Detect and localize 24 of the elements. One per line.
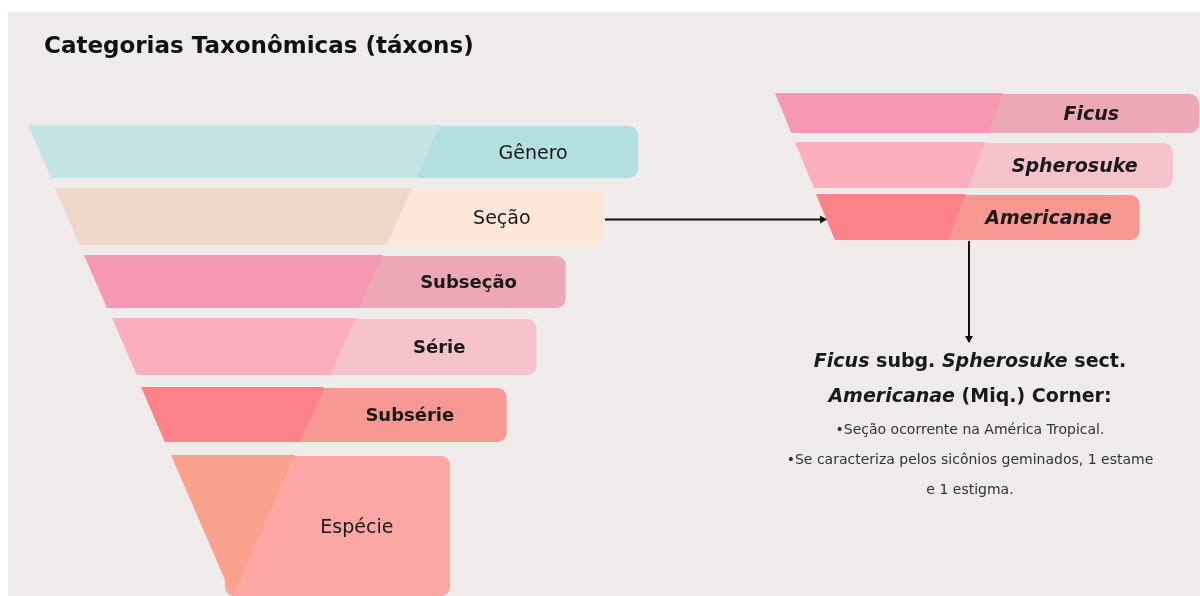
taxon-label: Subseção — [419, 270, 518, 294]
funnel-band — [141, 387, 507, 442]
funnel-band — [816, 194, 1140, 240]
funnel-band — [111, 318, 536, 375]
diagram-title: Categorias Taxonômicas (táxons) — [44, 32, 474, 58]
taxon-label: Seção — [472, 204, 532, 230]
taxon-label: Gênero — [497, 139, 569, 165]
taxon-label: Spherosuke — [1010, 153, 1139, 178]
funnel-band — [775, 93, 1199, 133]
description-text: •Seção ocorrente na América Tropical. — [834, 420, 1106, 439]
description-text: •Se caracteriza pelos sicônios geminados, 1 estame e 1 estigma. — [785, 450, 1155, 499]
funnel-band — [55, 188, 604, 245]
funnel-band — [84, 255, 566, 308]
funnel-band — [170, 455, 450, 596]
funnel-band — [28, 125, 638, 178]
taxon-label: Americanae — [983, 205, 1113, 230]
description-heading: Ficus subg. Spherosuke sect. Americanae (Miq.) Corner: — [812, 348, 1128, 408]
arrow — [604, 215, 827, 224]
taxon-label: Ficus — [1062, 101, 1121, 126]
arrow — [965, 240, 973, 343]
taxon-label: Espécie — [319, 513, 395, 539]
taxon-label: Série — [412, 335, 467, 359]
funnel-band — [795, 142, 1173, 188]
taxon-label: Subsérie — [364, 403, 456, 427]
